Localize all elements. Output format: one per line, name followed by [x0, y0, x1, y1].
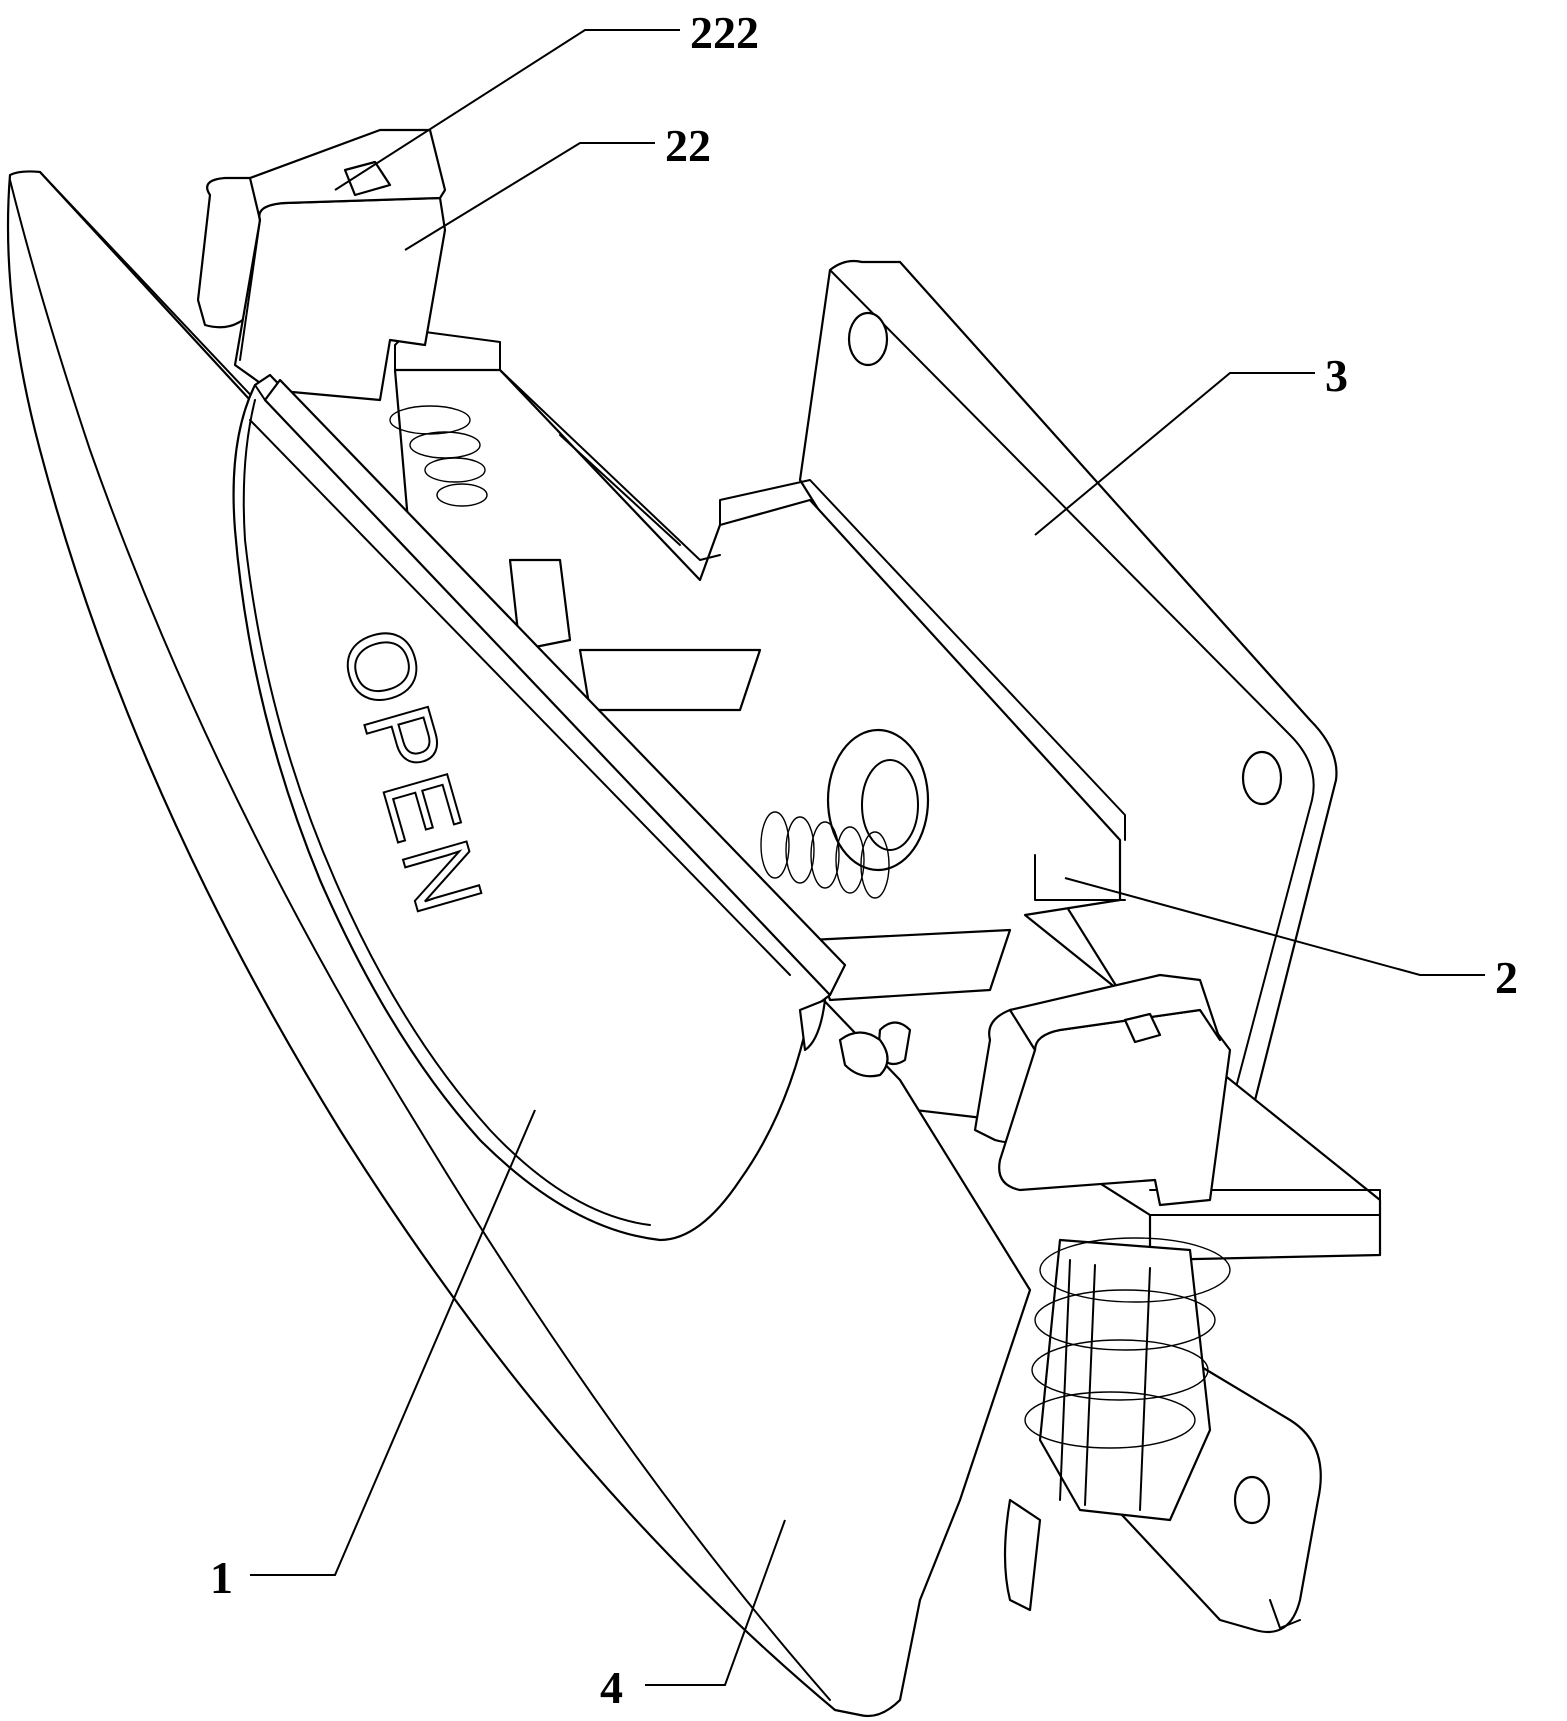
slot-222 [343, 160, 392, 197]
upper-spring [389, 405, 488, 507]
push-button: OPEN [232, 373, 889, 1242]
lower-hook [973, 973, 1232, 1207]
label-1: 1 [210, 1552, 233, 1603]
center-spring [760, 811, 890, 899]
label-222: 222 [690, 7, 759, 58]
inner-mechanism [389, 405, 1012, 1066]
label-3: 3 [1325, 350, 1348, 401]
upper-hook [196, 128, 447, 402]
mounting-plate [798, 259, 1338, 1122]
lower-spring-assembly [1003, 1237, 1231, 1612]
bracket-hole [1233, 1475, 1271, 1525]
label-4: 4 [600, 1662, 623, 1713]
reference-annotations: 222 22 3 2 1 4 [210, 7, 1518, 1713]
lower-hook-slot [1123, 1012, 1162, 1044]
mounting-hole-lower [1241, 750, 1283, 806]
label-2: 2 [1495, 952, 1518, 1003]
label-22: 22 [665, 120, 711, 171]
mounting-hole-upper [847, 311, 889, 367]
cam-wheel [826, 728, 930, 872]
